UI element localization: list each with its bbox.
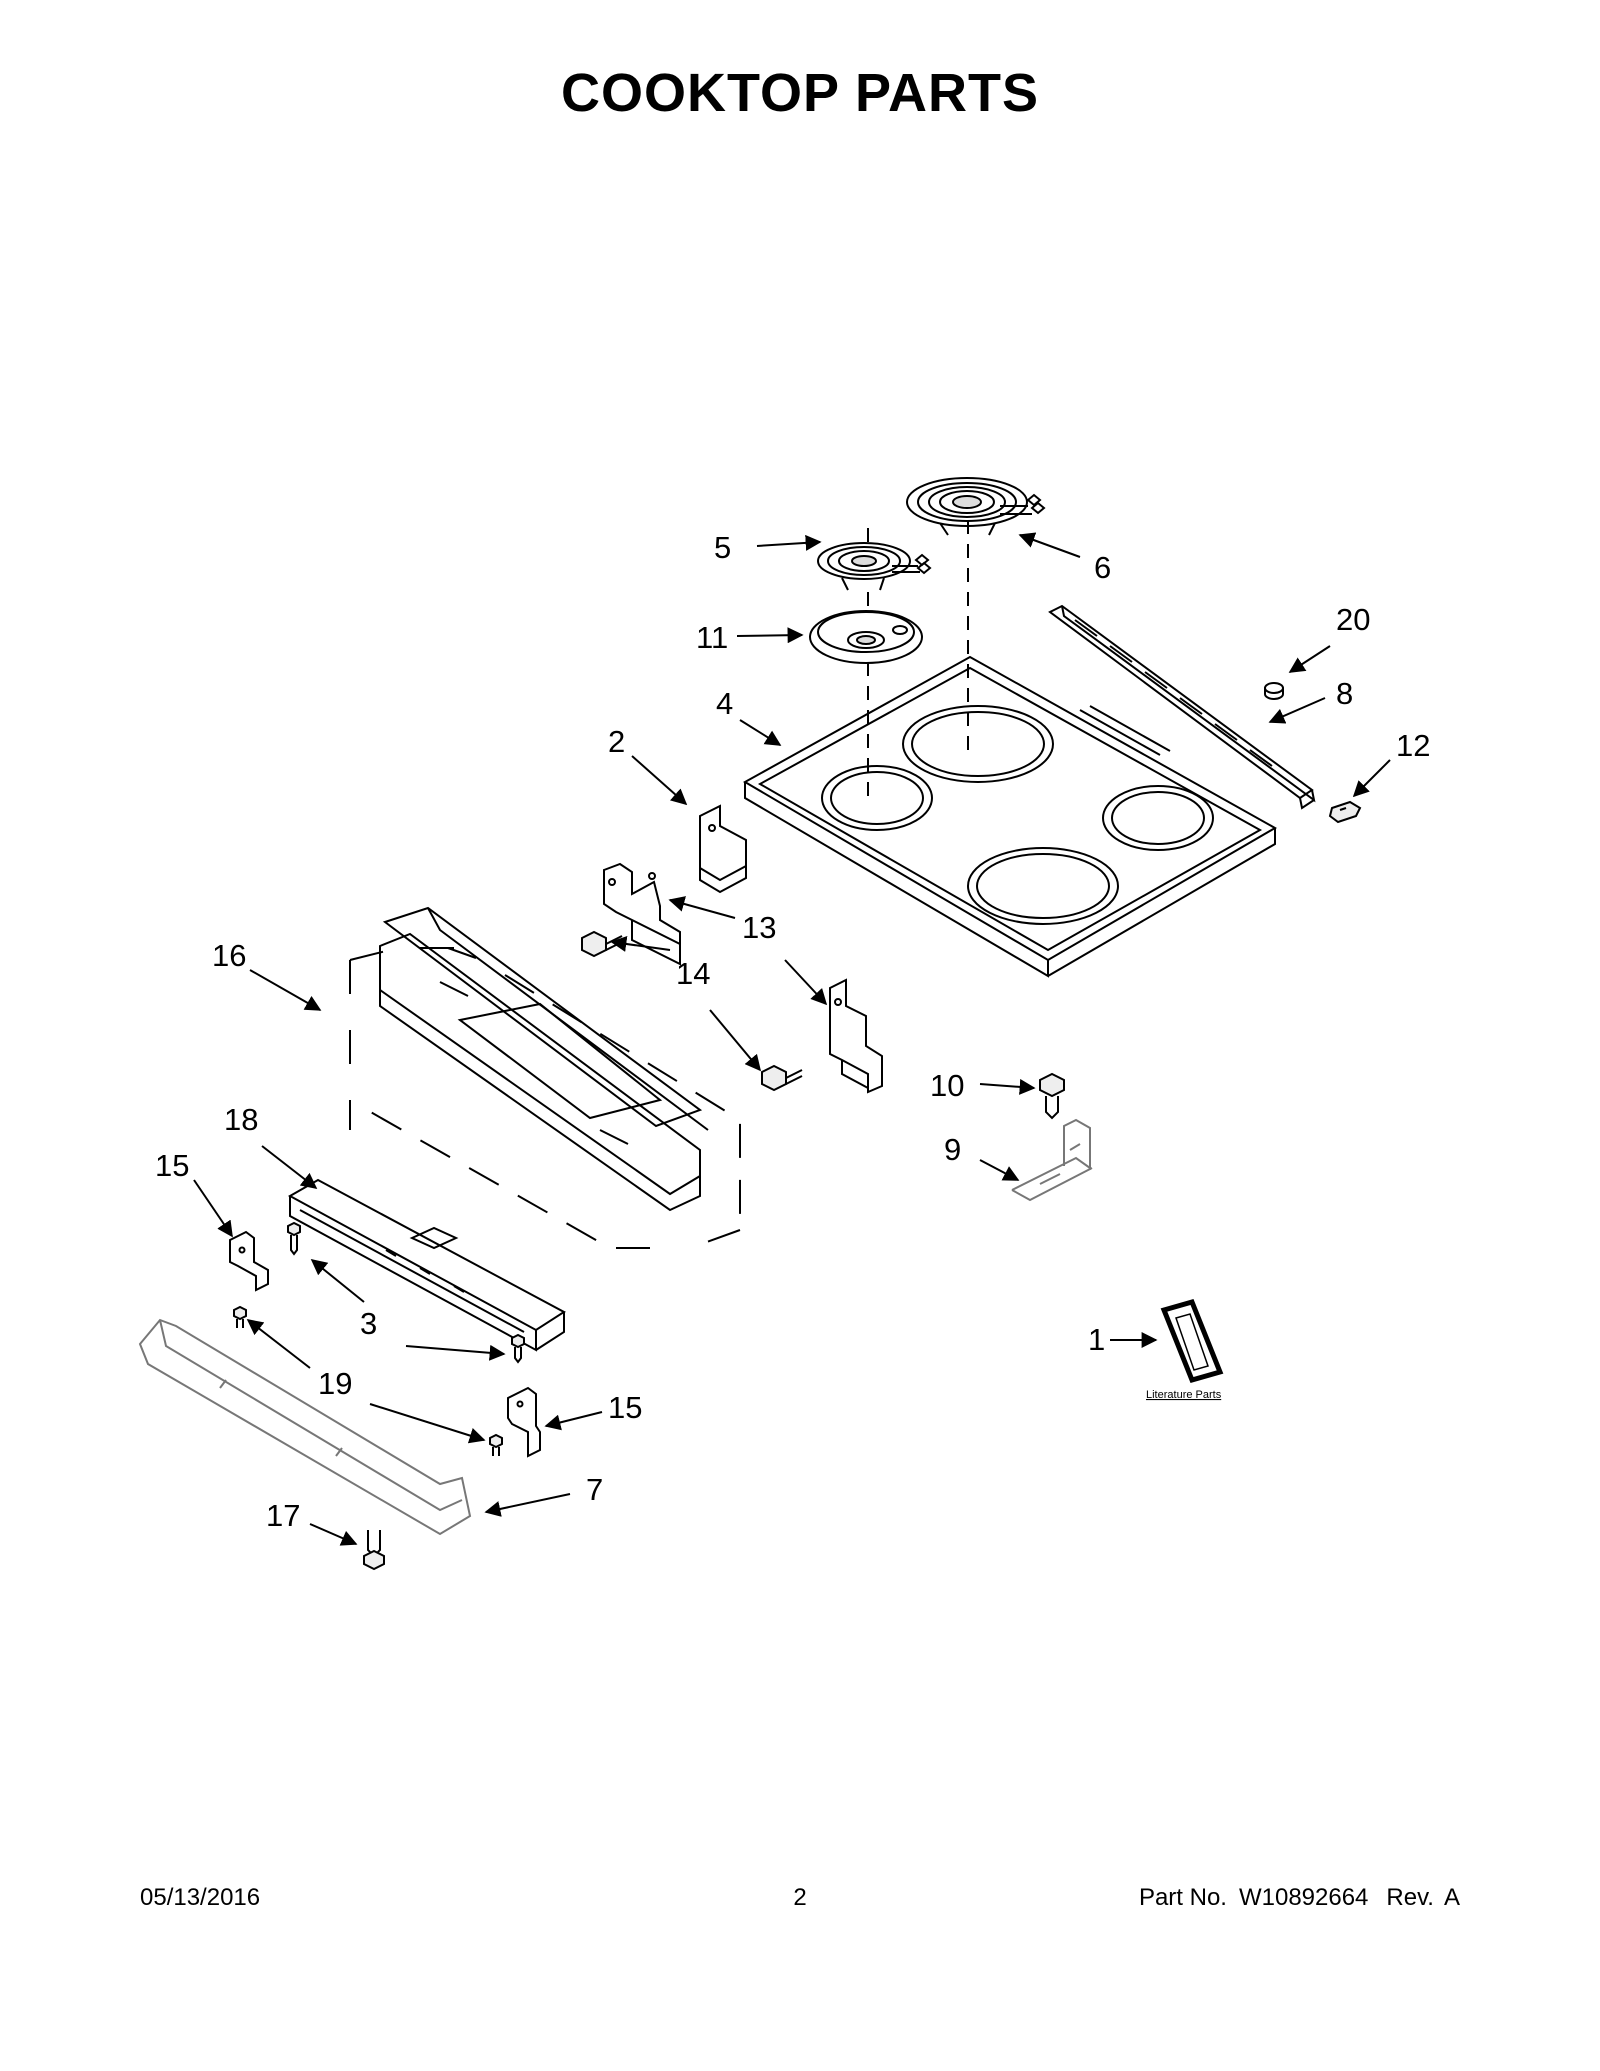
- leader-4: [739, 719, 782, 746]
- leader-15b: [544, 1411, 603, 1431]
- leader-3b: [405, 1344, 506, 1361]
- leader-16: [249, 969, 322, 1011]
- screw-17: [363, 1530, 385, 1571]
- backguard: [138, 1318, 472, 1536]
- part-number-label: Part No.: [1138, 1884, 1227, 1911]
- clip: [1328, 800, 1362, 824]
- screw-19-left: [233, 1305, 247, 1328]
- leader-5: [756, 534, 822, 551]
- footer-date: 05/13/2016: [140, 1884, 261, 1911]
- callout-16: 16: [212, 938, 246, 973]
- screw-lower: [761, 1064, 803, 1092]
- callout-8: 8: [1336, 676, 1353, 711]
- screw-3-right: [511, 1333, 525, 1364]
- bracket: [699, 804, 747, 894]
- callout-17: 17: [266, 1498, 300, 1533]
- leader-11: [736, 627, 804, 644]
- leader-12: [1352, 759, 1391, 798]
- bumper: [1264, 682, 1284, 700]
- leader-13b: [784, 959, 828, 1006]
- bracket-right: [829, 978, 883, 1094]
- leader-10: [979, 1078, 1036, 1095]
- callout-3: 3: [360, 1306, 377, 1341]
- footer-part-number: Part No. W10892664 Rev. A: [1139, 1884, 1460, 1912]
- leader-14a: [610, 936, 671, 952]
- leader-13a: [668, 896, 736, 919]
- leader-20: [1288, 645, 1331, 673]
- leader-3a: [310, 1258, 365, 1303]
- large-surface-element: [906, 477, 1046, 536]
- callout-7: 7: [586, 1472, 603, 1507]
- callout-12: 12: [1396, 728, 1430, 763]
- leader-7: [484, 1493, 571, 1517]
- footer-page-number: 2: [793, 1884, 807, 1911]
- leader-17: [309, 1523, 358, 1546]
- part-number-value: W10892664: [1238, 1884, 1369, 1911]
- bracket-15-right: [507, 1386, 541, 1458]
- callout-5: 5: [714, 530, 731, 565]
- callout-10: 10: [930, 1068, 964, 1103]
- literature-parts-icon: [1160, 1298, 1224, 1384]
- screw-10: [1039, 1072, 1065, 1120]
- housing: [287, 1178, 566, 1352]
- bracket-left: [603, 862, 681, 966]
- small-surface-element: [817, 542, 932, 591]
- callout-6: 6: [1094, 550, 1111, 585]
- main-top: [742, 655, 1278, 978]
- revision-value: A: [1443, 1884, 1460, 1911]
- literature-parts-label: Literature Parts: [1146, 1389, 1222, 1401]
- leader-19b: [369, 1403, 486, 1444]
- leader-8: [1268, 697, 1326, 724]
- callout-13: 13: [742, 910, 776, 945]
- callout-18: 18: [224, 1102, 258, 1137]
- callout-19: 19: [318, 1366, 352, 1401]
- leader-14b: [709, 1009, 762, 1072]
- drip-bowl: [809, 610, 923, 664]
- callout-14: 14: [676, 956, 710, 991]
- callout-4: 4: [716, 686, 733, 721]
- callout-15-left: 15: [155, 1148, 189, 1183]
- leader-18: [261, 1145, 318, 1189]
- bracket-9: [1011, 1118, 1093, 1202]
- vent-trim: [1048, 604, 1316, 810]
- control-panel-assembly: [379, 906, 709, 1212]
- bracket-15-left: [229, 1230, 269, 1292]
- callout-20: 20: [1336, 602, 1370, 637]
- revision-label: Rev.: [1386, 1884, 1434, 1911]
- callout-1: 1: [1088, 1322, 1105, 1357]
- callout-11: 11: [696, 620, 728, 655]
- callout-9: 9: [944, 1132, 961, 1167]
- leader-2: [631, 755, 688, 806]
- screw-19-right: [489, 1433, 503, 1456]
- callout-2: 2: [608, 724, 625, 759]
- leader-19a: [246, 1319, 311, 1369]
- leader-6: [1018, 532, 1081, 558]
- callout-15-right: 15: [608, 1390, 642, 1425]
- page-title: COOKTOP PARTS: [560, 63, 1040, 123]
- screw-3-left: [287, 1221, 301, 1256]
- leader-9: [979, 1159, 1020, 1181]
- leader-15a: [193, 1179, 233, 1238]
- screw-upper: [581, 930, 623, 958]
